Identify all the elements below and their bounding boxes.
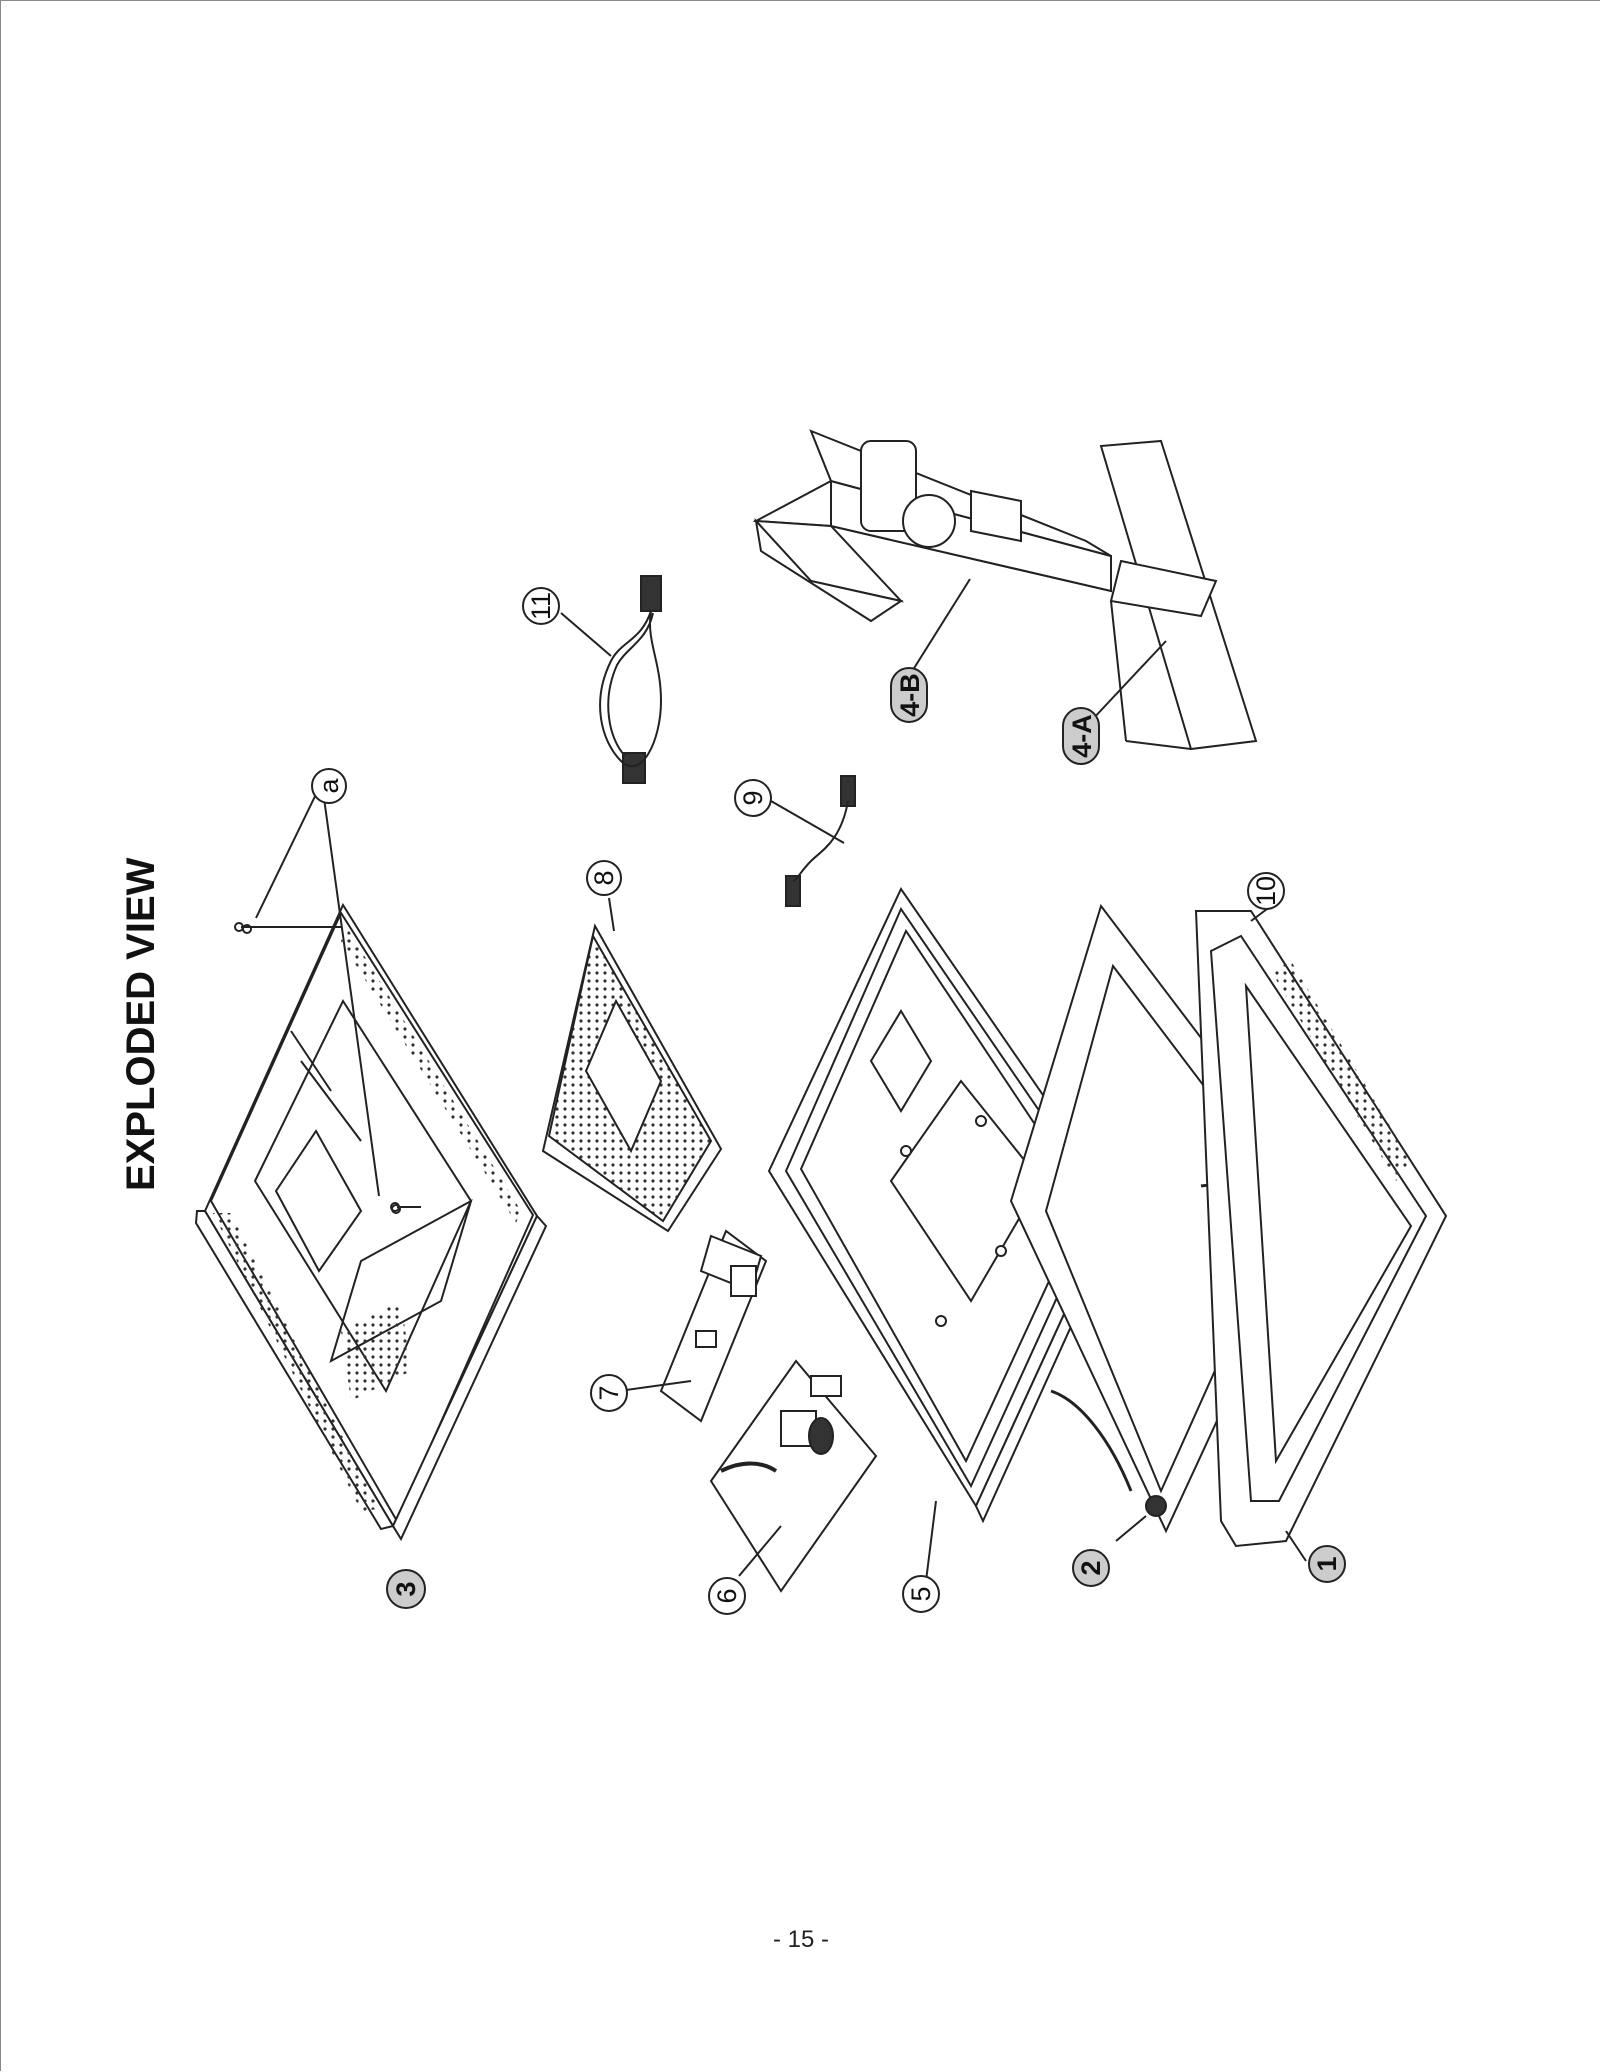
callout-8: 8 (586, 860, 622, 896)
callout-10: 10 (1247, 872, 1285, 910)
callout-4b: 4-B (890, 667, 928, 723)
back-cover-part (194, 902, 548, 1542)
callout-5: 5 (902, 1575, 940, 1613)
callout-8-label: 8 (589, 870, 619, 885)
stand-body-part-4b (752, 429, 1112, 682)
callout-7-label: 7 (594, 1385, 624, 1400)
callout-1: 1 (1308, 1545, 1346, 1583)
callout-3: 3 (386, 1569, 426, 1609)
board-part-7 (625, 1229, 768, 1423)
callout-2-label: 2 (1076, 1560, 1106, 1575)
cable-part-11 (560, 575, 663, 784)
callout-3-label: 3 (391, 1581, 421, 1596)
callout-a-label: a (314, 778, 344, 794)
screw-a-part (234, 787, 421, 1212)
callout-7: 7 (590, 1374, 628, 1412)
cable-part-9 (770, 775, 856, 907)
callout-2: 2 (1072, 1549, 1110, 1587)
callout-4a-label: 4-A (1067, 714, 1097, 758)
callout-4a: 4-A (1062, 707, 1100, 765)
callout-1-label: 1 (1312, 1556, 1342, 1571)
front-bezel-part-1 (1194, 910, 1448, 1562)
callout-9: 9 (734, 779, 772, 817)
page-number: - 15 - (772, 1926, 829, 1953)
callout-9-label: 9 (738, 790, 768, 805)
stand-base-part-4a (1090, 439, 1258, 751)
callout-11: 11 (522, 587, 560, 625)
shield-part-8 (541, 897, 723, 1233)
callout-6-label: 6 (712, 1588, 742, 1603)
callout-6: 6 (708, 1577, 746, 1615)
power-board-part-6 (709, 1359, 878, 1593)
callout-5-label: 5 (906, 1586, 936, 1601)
callout-4b-label: 4-B (895, 673, 925, 717)
callout-a: a (311, 768, 347, 804)
callout-11-label: 11 (526, 592, 556, 620)
callout-10-label: 10 (1251, 876, 1281, 906)
